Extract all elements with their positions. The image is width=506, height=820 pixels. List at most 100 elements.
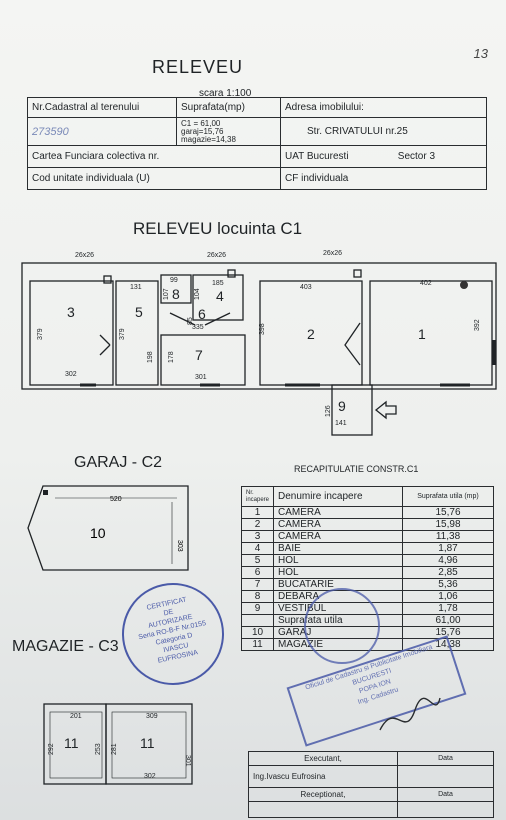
scale-label: scara 1:100 [199,88,252,99]
recap-cell-surface: 11,38 [402,530,494,543]
dim-label: 99 [170,277,178,284]
garaj-corner-mark [43,490,48,495]
executant-label: Executant, [248,751,398,766]
garaj-dim-w: 520 [110,496,122,503]
recap-cell-nr: 11 [240,638,275,651]
recap-header-surface: Suprafata utila (mp) [402,486,494,507]
cf-individuala: CF individuala [280,167,487,190]
recap-cell-nr: 8 [240,590,275,603]
garaj-title: GARAJ - C2 [74,454,163,471]
recap-cell-surface: 1,06 [402,590,494,603]
recap-title: RECAPITULATIE CONSTR.C1 [294,464,419,474]
recap-cell-surface: 14,38 [402,638,494,651]
room-number: 7 [195,347,203,363]
door-room-3-5 [99,334,111,356]
dim-label: 379 [119,328,126,340]
recap-cell-name: CAMERA [273,506,403,519]
page-title: RELEVEU [152,57,244,77]
dim-label: 185 [212,280,224,287]
magazie-room-number: 11 [64,735,79,751]
recap-cell-nr: 3 [240,530,275,543]
recap-cell-nr: 9 [240,602,275,615]
room-4-wall [192,274,244,321]
room-number: 8 [172,286,180,302]
garaj-plan: 520 303 10 [27,485,189,571]
dim-label: 26x26 [323,250,342,257]
room-number: 3 [67,304,75,320]
room-8-wall [160,274,192,304]
garaj-room-number: 10 [90,525,106,541]
data-label: Data [397,751,494,766]
signature-mark [379,697,441,731]
magazie-dim: 281 [111,743,118,755]
recap-header-nr: Nr. incapere [240,486,275,507]
recap-cell-name: HOL [273,554,403,567]
magazie-plan: 201 309 292 253 281 301 302 11 11 [43,703,193,785]
recap-cell-name: CAMERA [273,530,403,543]
entrance-arrow [374,400,397,420]
address-value: Str. CRIVATULUI nr.25 [280,117,487,146]
recap-cell-nr: 7 [240,578,275,591]
magazie-dim: 301 [184,755,191,767]
dim-label: 141 [335,420,347,427]
column-3 [353,269,362,278]
uat-label: UAT Bucuresti [285,151,349,162]
garaj-wall [27,485,189,571]
magazie-inner-b [111,711,187,779]
room-number: 6 [198,306,206,322]
plan-c1-title: RELEVEU locuinta C1 [133,219,303,238]
recap-cell-surface: 61,00 [402,614,494,627]
magazie-title: MAGAZIE - C3 [12,638,119,655]
room-number: 4 [216,288,224,304]
room-number: 5 [135,304,143,320]
dim-label: 402 [420,280,432,287]
magazie-dim: 292 [48,743,55,755]
column-1 [103,275,112,284]
room-number: 1 [418,326,426,342]
surface-c1: C1 = 61,00 [181,118,221,128]
recap-cell-name: BAIE [273,542,403,555]
dim-label: 26x26 [75,252,94,259]
dim-label: 302 [65,371,77,378]
recap-cell-nr: 1 [240,506,275,519]
door-arcs-hall [169,312,231,326]
dim-label: 126 [325,405,332,417]
receptionat-label: Receptionat, [248,787,398,802]
cod-unitate: Cod unitate individuala (U) [27,167,281,190]
column-2 [227,269,236,278]
dim-label: 301 [195,374,207,381]
room-1-wall [369,280,493,386]
dim-label: 379 [37,328,44,340]
room-9-wall [331,384,373,436]
recap-cell-nr: 2 [240,518,275,531]
signature-table: Executant, Data Ing.Ivascu Eufrosina Rec… [248,751,494,818]
recap-cell-nr: 6 [240,566,275,579]
heating-unit-icon [460,281,468,289]
dim-label: 107 [163,288,170,300]
dim-label: 178 [168,351,175,363]
dim-label: 335 [192,324,204,331]
magazie-room-b [105,703,193,785]
round-seal [304,588,380,664]
recap-cell-surface: 1,87 [402,542,494,555]
recap-cell-surface: 5,36 [402,578,494,591]
address-label: Adresa imobilului: [280,97,487,118]
recap-cell-surface: 15,76 [402,506,494,519]
recap-cell-surface: 1,78 [402,602,494,615]
magazie-dim: 302 [144,773,156,780]
dim-label: 26x26 [207,252,226,259]
dim-label: 392 [474,319,481,331]
cf-colectiva: Cartea Funciara colectiva nr. [27,145,281,168]
dim-label: 403 [300,284,312,291]
room-3-wall [29,280,114,386]
recap-cell-name: CAMERA [273,518,403,531]
